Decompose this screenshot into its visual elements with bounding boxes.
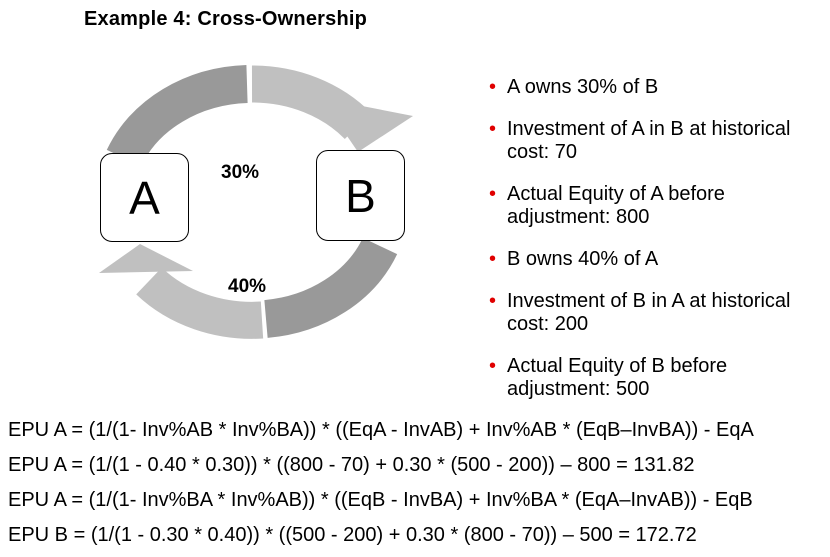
fact-item-a-owns: A owns 30% of B [489, 76, 791, 99]
formula-line-epu-a-numeric: EPU A = (1/(1 - 0.40 * 0.30)) * ((800 - … [8, 454, 695, 476]
ownership-percent-b-in-a: 40% [228, 276, 267, 297]
formula-line-epu-b-symbolic: EPU A = (1/(1- Inv%BA * Inv%AB)) * ((EqB… [8, 489, 753, 511]
node-a-box: A [100, 153, 189, 242]
arrow-b-to-a-light-arc [136, 267, 264, 339]
formula-block: EPU A = (1/(1- Inv%AB * Inv%BA)) * ((EqA… [8, 413, 830, 553]
node-b-label: B [345, 169, 376, 222]
fact-item-investment-b-in-a: Investment of B in A at historical cost:… [489, 290, 791, 336]
fact-item-equity-a: Actual Equity of A before adjustment: 80… [489, 183, 791, 229]
fact-item-b-owns: B owns 40% of A [489, 248, 791, 271]
cycle-arrows-graphic [99, 65, 413, 339]
arrow-b-to-a-dark-arc [263, 237, 398, 338]
node-b-box: B [316, 150, 405, 241]
slide-title: Example 4: Cross-Ownership [84, 8, 368, 30]
fact-item-investment-a-in-b: Investment of A in B at historical cost:… [489, 118, 791, 164]
arrowhead-up-icon [99, 244, 193, 273]
cross-ownership-diagram: A B 30% 40% [0, 0, 480, 370]
facts-list: A owns 30% of B Investment of A in B at … [489, 76, 791, 401]
arrow-a-to-b-dark-arc [106, 65, 248, 167]
arrowhead-down-icon [321, 98, 413, 152]
node-a-label: A [129, 171, 160, 224]
fact-item-equity-b: Actual Equity of B before adjustment: 50… [489, 355, 791, 401]
formula-line-epu-a-symbolic: EPU A = (1/(1- Inv%AB * Inv%BA)) * ((EqA… [8, 419, 754, 441]
formula-line-epu-b-numeric: EPU B = (1/(1 - 0.30 * 0.40)) * ((500 - … [8, 524, 697, 546]
ownership-percent-a-in-b: 30% [221, 162, 260, 183]
